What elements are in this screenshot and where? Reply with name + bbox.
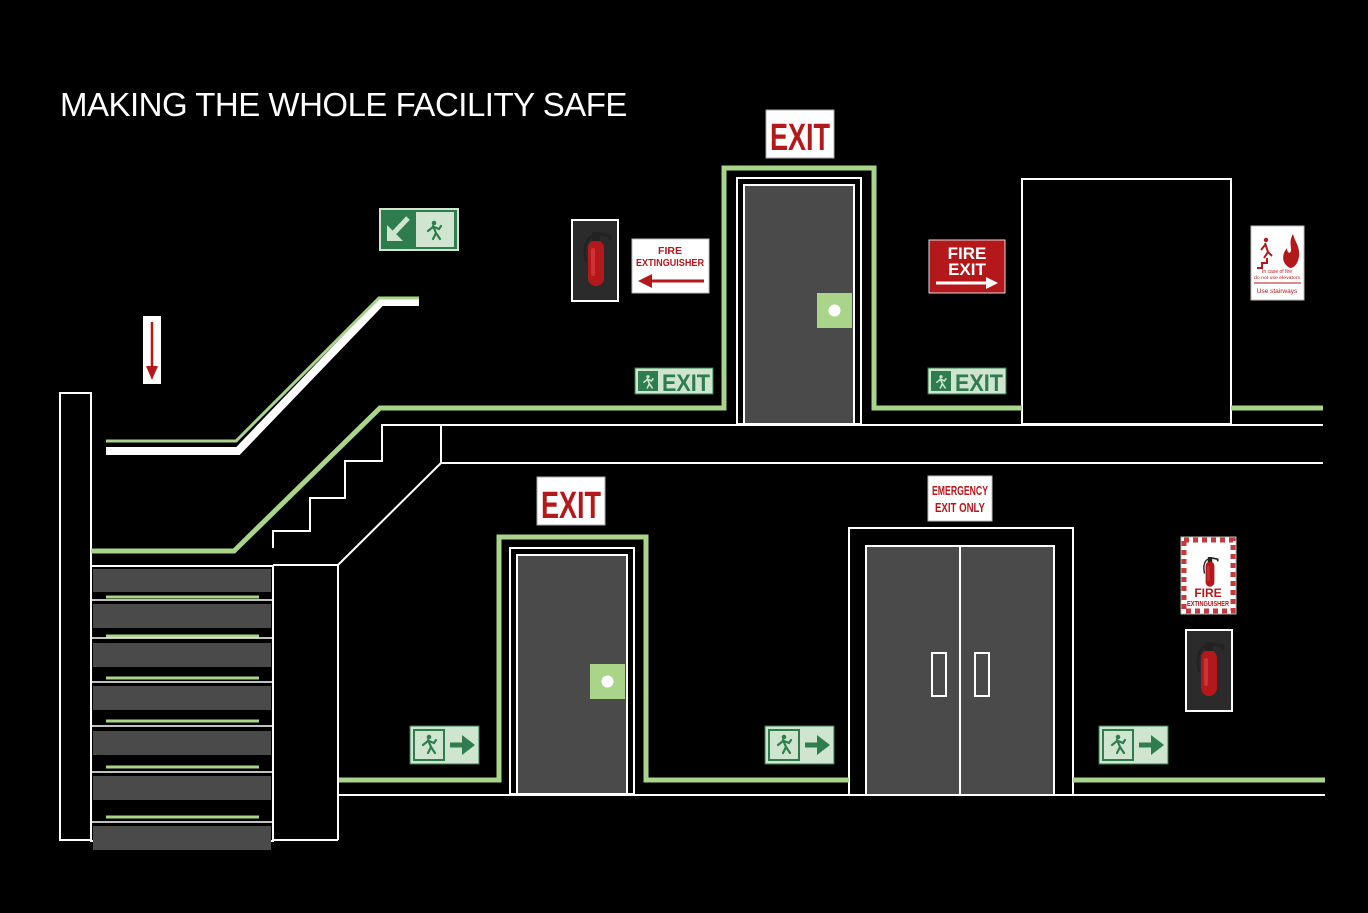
arrow-right-icon <box>936 277 998 289</box>
exit-sign-lower: EXIT <box>536 476 606 527</box>
handrail <box>106 296 419 455</box>
extinguisher-cabinet-lower <box>1185 629 1233 712</box>
stair-treads <box>90 565 274 850</box>
arrow-right-icon <box>450 735 475 755</box>
emergency-exit-line2: EXIT ONLY <box>935 500 985 515</box>
arrow-down-left-icon <box>387 216 410 241</box>
stairway-notice-small1: In case of fire <box>1262 269 1292 275</box>
emergency-double-door <box>865 545 1055 796</box>
flame-icon <box>1283 234 1300 268</box>
fire-extinguisher-vertical-line1: FIRE <box>1194 586 1221 600</box>
exit-sign-upper: EXIT <box>765 109 835 159</box>
fire-extinguisher-vertical-line2: EXTINGUISHER <box>1187 601 1229 608</box>
green-exit-text-1: EXIT <box>662 370 710 397</box>
arrow-down-icon <box>146 322 158 380</box>
stairway-notice-sign: In case of fire do not use elevators Use… <box>1250 225 1305 301</box>
green-exit-strip-1: EXIT <box>634 367 714 397</box>
green-evacuation-sign-3 <box>1098 725 1169 765</box>
page-title: MAKING THE WHOLE FACILITY SAFE <box>60 86 627 123</box>
green-evacuation-sign-2 <box>764 725 835 765</box>
fire-extinguisher-line1: FIRE <box>658 245 682 257</box>
fire-exit-line2: EXIT <box>948 260 986 279</box>
arrow-left-icon <box>638 274 704 288</box>
green-evacuation-sign-1 <box>409 725 480 765</box>
stairway-notice-footer: Use stairways <box>1257 288 1298 295</box>
exit-sign-upper-text: EXIT <box>770 117 830 159</box>
green-evacuation-sign-diagonal <box>379 208 459 251</box>
lower-exit-door <box>509 547 635 795</box>
arrow-right-icon <box>1139 735 1164 755</box>
emergency-exit-sign: EMERGENCY EXIT ONLY <box>927 475 993 522</box>
arrow-right-icon <box>805 735 830 755</box>
green-exit-text-2: EXIT <box>955 370 1003 397</box>
stairs-person-icon <box>1257 237 1273 269</box>
extinguisher-cabinet-upper <box>571 219 619 302</box>
building-outline <box>59 178 1325 841</box>
fire-exit-line1: FIRE <box>948 244 987 263</box>
fire-extinguisher-sign: FIRE EXTINGUISHER <box>631 238 710 294</box>
upper-exit-door <box>736 177 862 425</box>
fire-extinguisher-line2: EXTINGUISHER <box>636 258 705 269</box>
exit-sign-lower-text: EXIT <box>541 485 601 527</box>
down-arrow-sign <box>143 316 161 384</box>
green-exit-strip-2: EXIT <box>927 367 1007 397</box>
stairway-notice-small2: do not use elevators <box>1254 275 1301 280</box>
emergency-exit-line1: EMERGENCY <box>932 483 988 498</box>
glow-egress-path <box>91 165 1325 783</box>
fire-exit-sign: FIRE EXIT <box>928 239 1006 294</box>
fire-extinguisher-vertical-sign: FIRE EXTINGUISHER <box>1180 536 1237 615</box>
